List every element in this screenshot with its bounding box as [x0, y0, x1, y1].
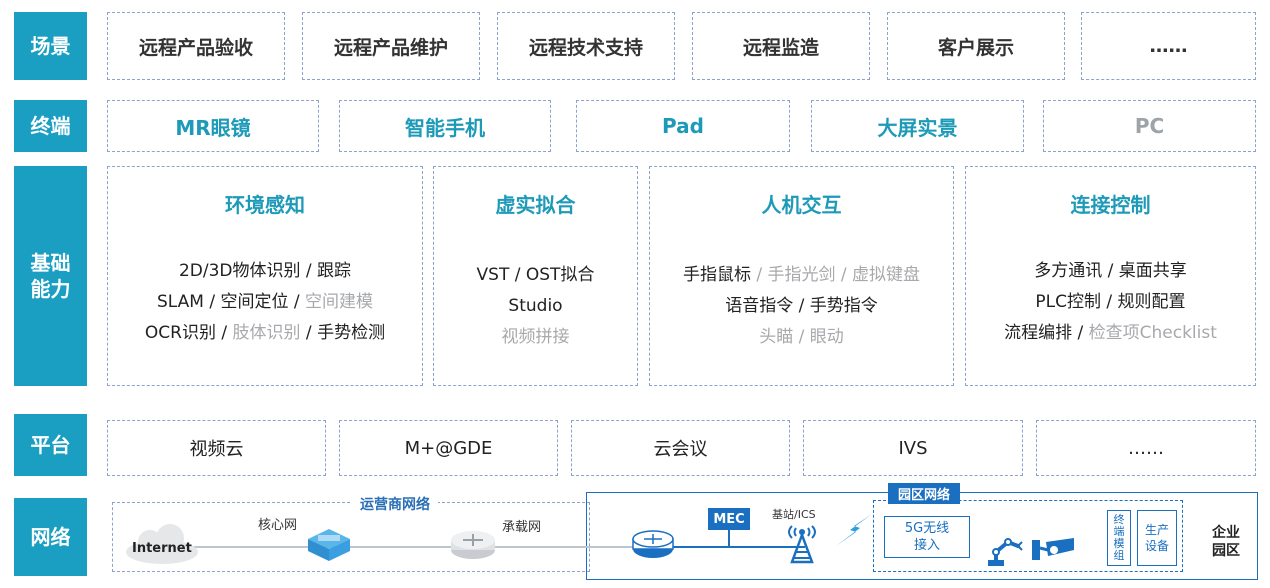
- internet-label: Internet: [132, 541, 192, 556]
- core-network-icon: [308, 529, 350, 561]
- capability-title: 环境感知: [225, 193, 305, 217]
- capability-item: 语音指令 / 手势指令: [725, 296, 878, 316]
- surveillance-camera-icon: [1032, 538, 1074, 560]
- mec-box: MEC: [708, 508, 750, 530]
- capability-item: OCR识别 /: [144, 323, 233, 343]
- capability-item-planned: 检查项Checklist: [1088, 323, 1217, 343]
- capability-item-planned: / 手指光剑 / 虚拟键盘: [750, 265, 921, 285]
- capability-line: 流程编排 / 检查项Checklist: [1004, 318, 1217, 349]
- scene-box: ……: [1081, 12, 1256, 80]
- cloud-icon: [126, 524, 198, 564]
- terminal-box: PC: [1043, 100, 1256, 152]
- capability-item: 流程编排 /: [1004, 323, 1089, 343]
- enterprise-park-label: 企业园区: [1212, 525, 1240, 559]
- capability-box: 虚实拟合 VST / OST拟合 Studio 视频拼接: [433, 166, 638, 386]
- wireless-signal-icon: [836, 514, 872, 546]
- capability-line: PLC控制 / 规则配置: [1035, 287, 1185, 318]
- capability-line: Studio: [508, 291, 562, 322]
- capability-title: 虚实拟合: [495, 193, 576, 217]
- park-router-icon: [632, 530, 674, 558]
- scene-box: 远程技术支持: [497, 12, 675, 80]
- bearer-network-label: 承载网: [502, 520, 542, 535]
- 5g-access-box: 5G无线接入: [884, 516, 970, 558]
- capability-line: 视频拼接: [502, 322, 570, 353]
- base-station-label: 基站/ICS: [772, 508, 816, 521]
- row-label-capability: 基础能力: [14, 166, 87, 386]
- capability-line: OCR识别 / 肢体识别 / 手势检测: [145, 318, 385, 349]
- park-network-frame: [873, 500, 1183, 572]
- capability-title: 人机交互: [761, 193, 842, 217]
- scene-box: 远程产品维护: [302, 12, 480, 80]
- row-label-terminal: 终端: [14, 100, 87, 152]
- capability-box: 人机交互 手指鼠标 / 手指光剑 / 虚拟键盘 语音指令 / 手势指令 头瞄 /…: [649, 166, 954, 386]
- operator-network-frame: [112, 502, 590, 572]
- terminal-box: MR眼镜: [107, 100, 319, 152]
- platform-box: ……: [1036, 420, 1256, 476]
- terminal-box: Pad: [576, 100, 790, 152]
- capability-item: VST / OST拟合: [476, 265, 595, 285]
- router-icon: [451, 531, 495, 559]
- capability-box: 连接控制 多方通讯 / 桌面共享 PLC控制 / 规则配置 流程编排 / 检查项…: [965, 166, 1256, 386]
- terminal-box: 智能手机: [339, 100, 551, 152]
- capability-line: SLAM / 空间定位 / 空间建模: [157, 287, 373, 318]
- platform-box: 云会议: [571, 420, 790, 476]
- capability-item-planned: 视频拼接: [501, 327, 570, 347]
- capability-item-planned: 头瞄 / 眼动: [759, 327, 844, 347]
- mec-connector: [728, 530, 730, 547]
- scene-box: 远程监造: [692, 12, 870, 80]
- platform-box: M+@GDE: [339, 420, 558, 476]
- capability-item-planned: 空间建模: [305, 292, 374, 312]
- platform-box: 视频云: [107, 420, 326, 476]
- capability-item: Studio: [508, 296, 563, 316]
- capability-item: 2D/3D物体识别 / 跟踪: [178, 261, 352, 281]
- capability-item-planned: 肢体识别: [232, 323, 301, 343]
- terminal-box: 大屏实景: [811, 100, 1024, 152]
- capability-line: 手指鼠标 / 手指光剑 / 虚拟键盘: [683, 260, 920, 291]
- network-link-line: [185, 546, 655, 548]
- capability-item: 多方通讯 / 桌面共享: [1034, 261, 1187, 281]
- capability-box: 环境感知 2D/3D物体识别 / 跟踪 SLAM / 空间定位 / 空间建模 O…: [107, 166, 423, 386]
- row-label-platform: 平台: [14, 414, 87, 476]
- capability-item: / 手势检测: [300, 323, 386, 343]
- capability-line: 2D/3D物体识别 / 跟踪: [179, 256, 351, 287]
- capability-item: SLAM / 空间定位 /: [156, 292, 306, 312]
- park-link-line: [655, 546, 805, 548]
- row-label-network: 网络: [14, 498, 87, 576]
- capability-title: 连接控制: [1070, 193, 1151, 217]
- scene-box: 客户展示: [887, 12, 1065, 80]
- core-network-label: 核心网: [258, 518, 298, 533]
- park-network-label: 园区网络: [888, 483, 961, 504]
- scene-box: 远程产品验收: [107, 12, 285, 80]
- production-equipment-box: 生产设备: [1137, 510, 1177, 566]
- capability-line: 头瞄 / 眼动: [759, 322, 844, 353]
- platform-box: IVS: [803, 420, 1023, 476]
- capability-item: 手指鼠标: [682, 265, 751, 285]
- antenna-tower-icon: [788, 525, 816, 564]
- terminal-module-box: 终 端 模 组: [1107, 510, 1131, 566]
- capability-item: PLC控制 / 规则配置: [1035, 292, 1186, 312]
- robot-arm-icon: [988, 538, 1023, 566]
- capability-line: 多方通讯 / 桌面共享: [1034, 256, 1187, 287]
- capability-line: 语音指令 / 手势指令: [725, 291, 878, 322]
- capability-line: VST / OST拟合: [477, 260, 595, 291]
- row-label-scene: 场景: [14, 12, 87, 80]
- operator-network-label: 运营商网络: [352, 494, 438, 514]
